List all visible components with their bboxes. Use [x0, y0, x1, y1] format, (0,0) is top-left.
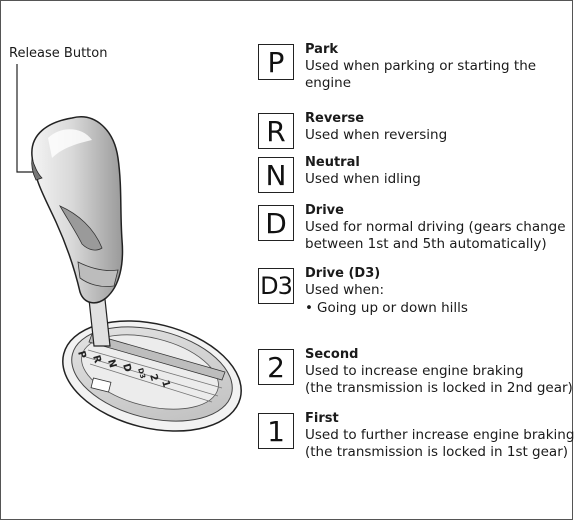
position-description-line: Used to increase engine braking — [305, 363, 524, 379]
position-symbol-d3: D3 — [258, 268, 294, 304]
position-description-line: Used when idling — [305, 171, 421, 187]
position-description-line: (the transmission is locked in 1st gear) — [305, 444, 569, 460]
position-symbol-1: 1 — [258, 413, 294, 449]
gate-plate — [62, 320, 242, 432]
position-symbol-2: 2 — [258, 349, 294, 385]
gate-letter-d: D — [120, 362, 133, 373]
position-description-line: Used for normal driving (gears change — [305, 219, 566, 235]
position-description-line: Used when reversing — [305, 127, 448, 143]
position-description-line: (the transmission is locked in 2nd gear) — [305, 380, 573, 396]
position-description-line: Used to further increase engine braking — [305, 427, 575, 443]
gate-letter-r: R — [90, 354, 103, 365]
release-button — [31, 157, 43, 181]
gate-letter-p: P — [75, 350, 88, 360]
position-title: Reverse — [305, 111, 365, 126]
position-description-line: engine — [305, 75, 352, 91]
position-title: Drive (D3) — [305, 266, 381, 281]
position-bullet: •Going up or down hills — [305, 299, 575, 318]
gate-letter-2: 2 — [147, 373, 160, 383]
position-symbol-d: D — [258, 205, 294, 241]
shift-knob — [31, 116, 124, 304]
position-title: Neutral — [305, 155, 360, 170]
position-title: Drive — [305, 203, 344, 218]
position-description-line: Used when parking or starting the — [305, 58, 537, 74]
position-description-line: between 1st and 5th automatically) — [305, 236, 547, 252]
position-title: First — [305, 411, 339, 426]
position-symbol-n: N — [258, 157, 294, 193]
position-title: Park — [305, 42, 339, 57]
gate-letter-d3: D3 — [136, 367, 147, 380]
release-button-label: Release Button — [9, 46, 108, 61]
position-symbol-r: R — [258, 113, 294, 149]
bullet-text: Going up or down hills — [317, 300, 468, 316]
position-symbol-p: P — [258, 44, 294, 80]
position-description-line: Used when: — [305, 282, 385, 298]
gate-letter-n: N — [105, 358, 118, 369]
gate-letter-1: 1 — [159, 379, 172, 389]
position-text: Drive (D3)Used when:•Going up or down hi… — [305, 265, 575, 318]
position-title: Second — [305, 347, 359, 362]
bullet-dot-icon: • — [305, 300, 313, 316]
